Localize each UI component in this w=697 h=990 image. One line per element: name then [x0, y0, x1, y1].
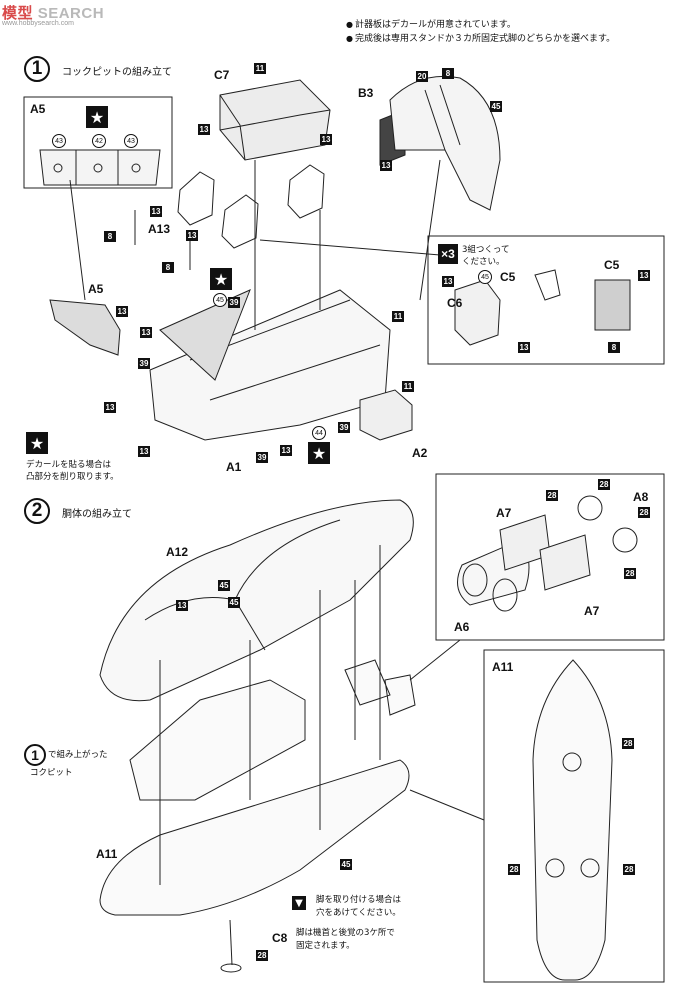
leg-note-line-2: 穴をあけてください。: [316, 908, 401, 918]
label-c8: C8: [272, 931, 288, 945]
x3-note-line-1: 3組つくって: [462, 245, 510, 255]
label-c7: C7: [214, 68, 230, 82]
part-tag: 13: [198, 124, 210, 135]
label-a11: A11: [96, 847, 118, 861]
leg-note-line-3: 脚は機首と後覚の3ケ所で: [296, 928, 395, 938]
watermark-url: www.hobbysearch.com: [2, 20, 74, 27]
step-1-number: 1: [24, 56, 50, 82]
part-tag: 28: [256, 950, 268, 961]
part-tag: 28: [546, 490, 558, 501]
label-a11-box: A11: [492, 660, 514, 674]
part-tag: 39: [338, 422, 350, 433]
panel-part-43: 43: [52, 134, 66, 148]
label-a5-box: A5: [30, 102, 46, 116]
decal-note-line-1: デカールを貼る場合は: [26, 460, 112, 470]
part-tag: 11: [392, 311, 404, 322]
part-tag: 13: [140, 327, 152, 338]
part-tag: 13: [280, 445, 292, 456]
part-tag: 13: [638, 270, 650, 281]
part-tag: 13: [138, 446, 150, 457]
part-circle-tag: 44: [312, 426, 326, 440]
x3-detail-box: [427, 235, 665, 365]
label-c5: C5: [500, 270, 516, 284]
part-tag: 8: [442, 68, 454, 79]
cockpit-ref-line-1: で組み上がった: [48, 750, 108, 760]
label-a7: A7: [584, 604, 600, 618]
a5-detail-box: [23, 96, 173, 189]
label-a7: A7: [496, 506, 512, 520]
note-item: ●計器板はデカールが用意されています。: [346, 20, 516, 30]
part-tag: 45: [340, 859, 352, 870]
exhaust-detail-box: [435, 473, 665, 641]
label-a13: A13: [148, 222, 171, 236]
note-item: ●完成後は専用スタンドか３カ所固定式脚のどちらかを選べます。: [346, 34, 616, 44]
star-icon: ★: [308, 442, 330, 464]
part-tag: 13: [186, 230, 198, 241]
star-icon: ★: [86, 106, 108, 128]
label-a1: A1: [226, 460, 242, 474]
label-a5: A5: [88, 282, 104, 296]
cockpit-ref-number: 1: [24, 744, 46, 766]
leg-note-line-4: 固定されます。: [296, 941, 355, 951]
part-tag: 11: [402, 381, 414, 392]
part-tag: 13: [518, 342, 530, 353]
label-a2: A2: [412, 446, 428, 460]
x3-note-line-2: ください。: [462, 257, 505, 267]
panel-part-43: 43: [124, 134, 138, 148]
part-tag: 11: [254, 63, 266, 74]
star-icon: ★: [210, 268, 232, 290]
step-2-number: 2: [24, 498, 50, 524]
step-2-title: 胴体の組み立て: [62, 509, 132, 520]
part-tag: 39: [138, 358, 150, 369]
part-tag: 39: [228, 297, 240, 308]
label-a8: A8: [633, 490, 649, 504]
part-tag: 45: [228, 597, 240, 608]
star-icon: ★: [26, 432, 48, 454]
notes: ●計器板はデカールが用意されています。 ●完成後は専用スタンドか３カ所固定式脚の…: [346, 18, 615, 46]
part-circle-tag: 45: [213, 293, 227, 307]
panel-part-42: 42: [92, 134, 106, 148]
part-tag: 13: [442, 276, 454, 287]
part-tag: 8: [162, 262, 174, 273]
part-tag: 8: [608, 342, 620, 353]
label-a12: A12: [166, 545, 189, 559]
times-three-mark: ×3: [438, 244, 458, 264]
part-tag: 13: [176, 600, 188, 611]
part-tag: 13: [380, 160, 392, 171]
leg-note-line-1: 脚を取り付ける場合は: [316, 895, 402, 905]
cockpit-ref-line-2: コクピット: [30, 768, 73, 778]
drill-hole-icon: ▼: [292, 896, 306, 910]
part-tag: 45: [490, 101, 502, 112]
part-tag: 28: [623, 864, 635, 875]
label-c5: C5: [604, 258, 620, 272]
part-tag: 13: [116, 306, 128, 317]
part-tag: 13: [320, 134, 332, 145]
part-tag: 20: [416, 71, 428, 82]
part-tag: 45: [218, 580, 230, 591]
part-tag: 28: [598, 479, 610, 490]
part-tag: 13: [104, 402, 116, 413]
part-tag: 28: [638, 507, 650, 518]
bottom-view-box: [483, 649, 665, 983]
part-circle-tag: 45: [478, 270, 492, 284]
part-tag: 28: [624, 568, 636, 579]
part-tag: 8: [104, 231, 116, 242]
part-tag: 28: [508, 864, 520, 875]
part-tag: 28: [622, 738, 634, 749]
watermark: 模型 SEARCH: [2, 5, 105, 22]
label-b3: B3: [358, 86, 374, 100]
label-c6: C6: [447, 296, 463, 310]
part-tag: 13: [150, 206, 162, 217]
decal-note-line-2: 凸部分を削り取ります。: [26, 472, 119, 482]
label-a6: A6: [454, 620, 470, 634]
step-1-title: コックピットの組み立て: [62, 67, 172, 78]
part-tag: 39: [256, 452, 268, 463]
